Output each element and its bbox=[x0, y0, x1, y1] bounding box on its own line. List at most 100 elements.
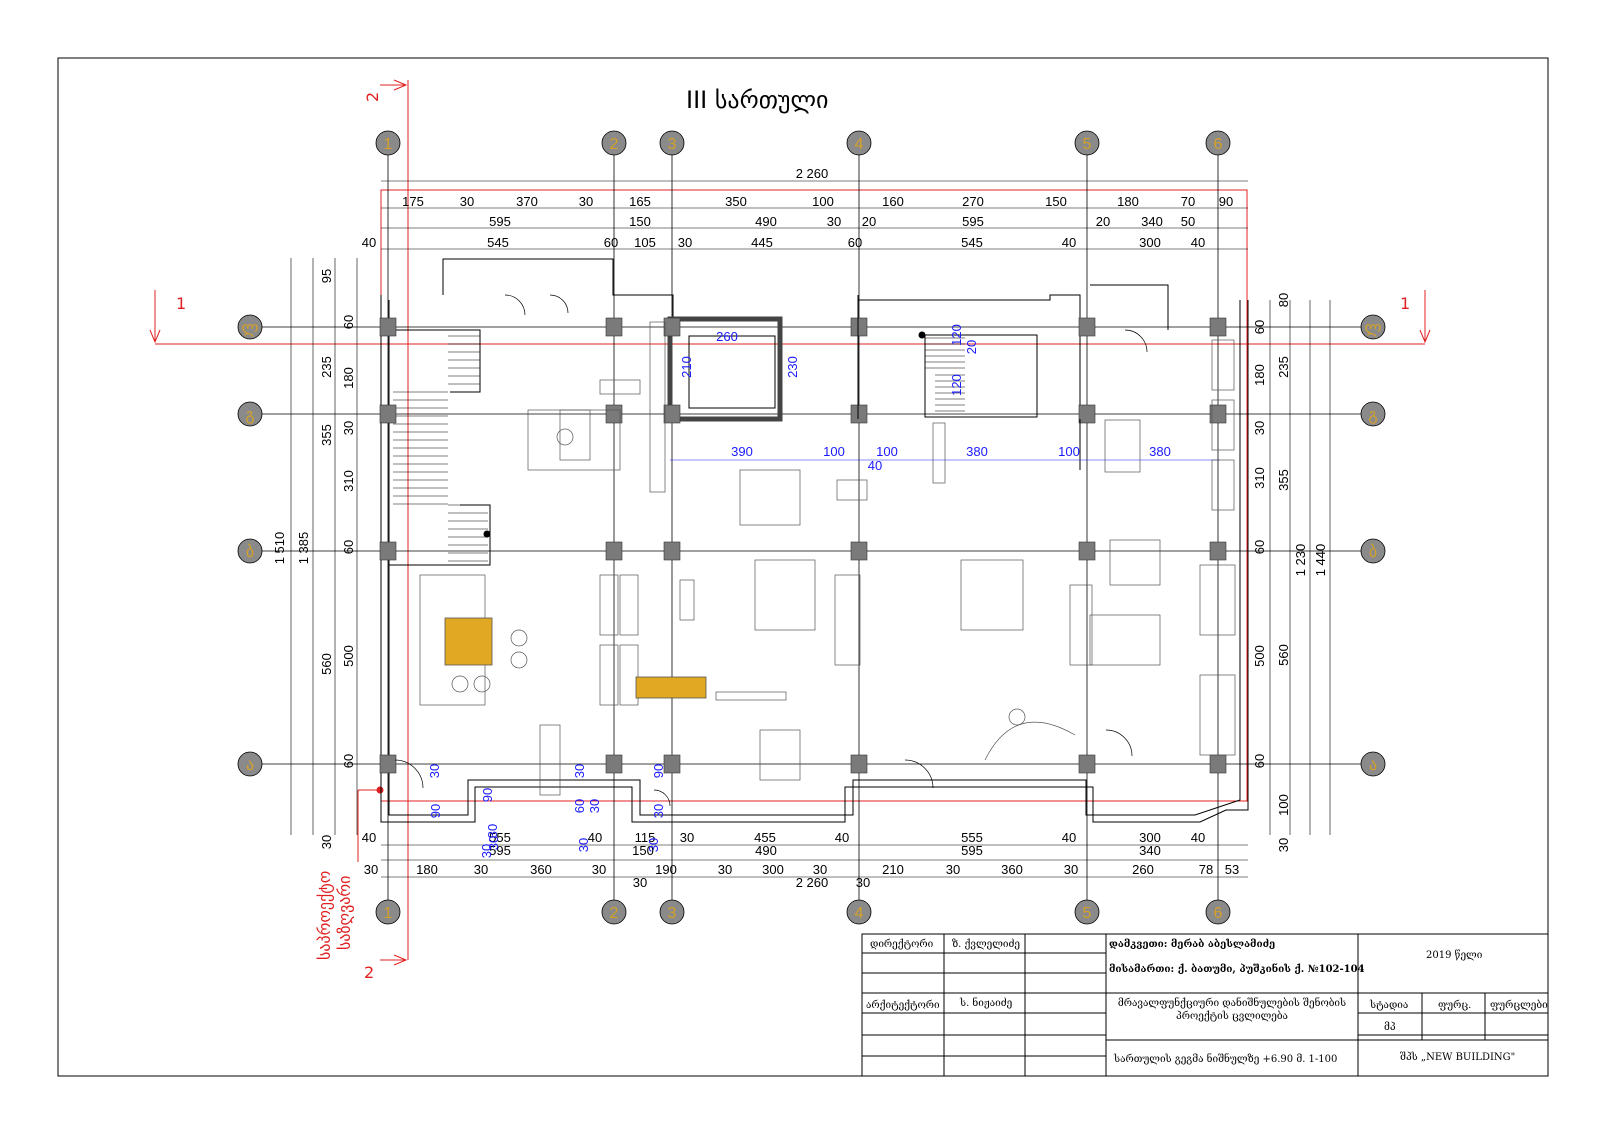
furniture-item bbox=[1109, 539, 1161, 586]
tb-client: დამკვეთი: მერაბ აბესლამიძე bbox=[1109, 938, 1275, 950]
project-boundary bbox=[380, 189, 1248, 802]
structural-column bbox=[605, 541, 623, 561]
dim-bottom-row3: 30 bbox=[474, 862, 488, 877]
furniture-item bbox=[619, 644, 639, 706]
dim-blue-bottom: 90 bbox=[651, 764, 666, 778]
dim-bottom-row3: 30 bbox=[592, 862, 606, 877]
dim-top-row2: 595 bbox=[962, 214, 984, 229]
axis-bubble-ა bbox=[237, 751, 263, 777]
dim-blue-bottom: 30 bbox=[646, 838, 661, 852]
dim-top-row3: 40 bbox=[1191, 235, 1205, 250]
dim-bottom-row3: 30 bbox=[364, 862, 378, 877]
stair-right-outline bbox=[924, 334, 1038, 418]
axis-bubble-ლ bbox=[1360, 314, 1386, 340]
dim-lift-width: 260 bbox=[716, 329, 738, 344]
grid-lines bbox=[258, 150, 1362, 900]
axis-label-გ: გ bbox=[245, 407, 254, 424]
dim-top-row2: 150 bbox=[629, 214, 651, 229]
kitchen-island bbox=[444, 617, 493, 666]
balcony-top-wall bbox=[442, 258, 674, 319]
axis-label-გ: გ bbox=[1368, 407, 1377, 424]
axis-bubble-2 bbox=[601, 130, 627, 156]
dim-top-row1: 270 bbox=[962, 194, 984, 209]
dim-top-row1: 180 bbox=[1117, 194, 1139, 209]
axis-bubble-5 bbox=[1074, 130, 1100, 156]
structural-column bbox=[663, 404, 681, 424]
dim-blue-bottom: 30 bbox=[587, 799, 602, 813]
dim-bottom-row2: 595 bbox=[489, 843, 511, 858]
axis-bubble-5 bbox=[1074, 899, 1100, 925]
tb-address: მისამართი: ქ. ბათუმი, პუშკინის ქ. №102-1… bbox=[1109, 962, 1365, 975]
dim-top-row1: 90 bbox=[1219, 194, 1233, 209]
door-swing bbox=[904, 759, 934, 789]
dim-right-inner: 310 bbox=[1252, 467, 1267, 489]
structural-column bbox=[605, 404, 623, 424]
structural-column bbox=[379, 541, 397, 561]
axis-label-ბ: ბ bbox=[1369, 543, 1377, 561]
axis-bubble-6 bbox=[1205, 899, 1231, 925]
dim-left-mid: 235 bbox=[319, 356, 334, 378]
axis-bubble-6 bbox=[1205, 130, 1231, 156]
boundary-note-line2: საზღვარი bbox=[335, 876, 354, 950]
dim-bottom-row2: 340 bbox=[1139, 843, 1161, 858]
dim-blue-bottom: 90 bbox=[480, 788, 495, 802]
chair-round bbox=[451, 675, 469, 693]
stair-marker bbox=[483, 530, 491, 538]
dim-left-inner: 60 bbox=[341, 315, 356, 329]
dim-top-row1: 165 bbox=[629, 194, 651, 209]
furniture bbox=[419, 321, 1236, 796]
furniture-item bbox=[559, 409, 591, 461]
tb-sheet-desc: სართულის გეგმა ნიშნულზე +6.90 მ. 1-100 bbox=[1113, 1053, 1337, 1065]
stair-left-outline bbox=[388, 300, 491, 566]
structural-column bbox=[1209, 404, 1227, 424]
dim-right-mid: 100 bbox=[1276, 794, 1291, 816]
dim-bottom-row1: 300 bbox=[1139, 830, 1161, 845]
axis-bubble-ლ bbox=[237, 314, 263, 340]
dim-right-inner: 500 bbox=[1252, 645, 1267, 667]
structural-column bbox=[663, 317, 681, 337]
dim-bottom-row3: 300 bbox=[762, 862, 784, 877]
tb-project: მრავალფუნქციური დანიშნულების შენობის პრო… bbox=[1117, 998, 1347, 1022]
structural-column bbox=[850, 754, 868, 774]
dim-blue-row: 40 bbox=[868, 458, 882, 473]
structural-column bbox=[605, 754, 623, 774]
dim-blue-bottom: 30 bbox=[651, 804, 666, 818]
dim-bottom-row1: 40 bbox=[1191, 830, 1205, 845]
dim-bottom-row3: 30 bbox=[946, 862, 960, 877]
dim-top-row3: 40 bbox=[1062, 235, 1076, 250]
dim-top-row2: 340 bbox=[1141, 214, 1163, 229]
dim-top-row3: 545 bbox=[487, 235, 509, 250]
furniture-item bbox=[1211, 399, 1235, 451]
furniture-item bbox=[754, 559, 816, 631]
furniture-item bbox=[715, 691, 787, 701]
dim-bottom-row2: 490 bbox=[755, 843, 777, 858]
tb-director-name: ზ. ქვლელიძე bbox=[952, 939, 1020, 950]
axis-bubble-ბ bbox=[1360, 538, 1386, 564]
axis-bubble-1 bbox=[375, 130, 401, 156]
axis-bubble-გ bbox=[1360, 401, 1386, 427]
chair-round bbox=[510, 651, 528, 669]
boundary-note-line1: საპროექტო bbox=[315, 871, 334, 960]
furniture-item bbox=[836, 479, 868, 501]
dim-blue-row: 100 bbox=[1058, 444, 1080, 459]
dim-blue-bottom: 60 bbox=[572, 799, 587, 813]
axis-label-6: 6 bbox=[1214, 136, 1223, 153]
dim-top-row3: 300 bbox=[1139, 235, 1161, 250]
dim-bottom-row2: 595 bbox=[961, 843, 983, 858]
dim-blue-row: 100 bbox=[876, 444, 898, 459]
dim-bottom-extra: 30 bbox=[633, 875, 647, 890]
dim-top-row3: 60 bbox=[848, 235, 862, 250]
elevator-cabin bbox=[688, 335, 776, 409]
dim-left-inner: 310 bbox=[341, 470, 356, 492]
tb-stage-value: მპ bbox=[1384, 1022, 1396, 1033]
right-balcony-wall bbox=[1090, 284, 1169, 330]
dim-blue-bottom: 30 bbox=[486, 836, 501, 850]
furniture-item bbox=[834, 574, 861, 666]
dim-bottom-row1: 30 bbox=[680, 830, 694, 845]
furniture-item bbox=[1211, 339, 1235, 391]
section-1-right-label: 1 bbox=[1400, 294, 1410, 313]
axis-label-ბ: ბ bbox=[246, 543, 254, 561]
furniture-item bbox=[619, 574, 639, 636]
